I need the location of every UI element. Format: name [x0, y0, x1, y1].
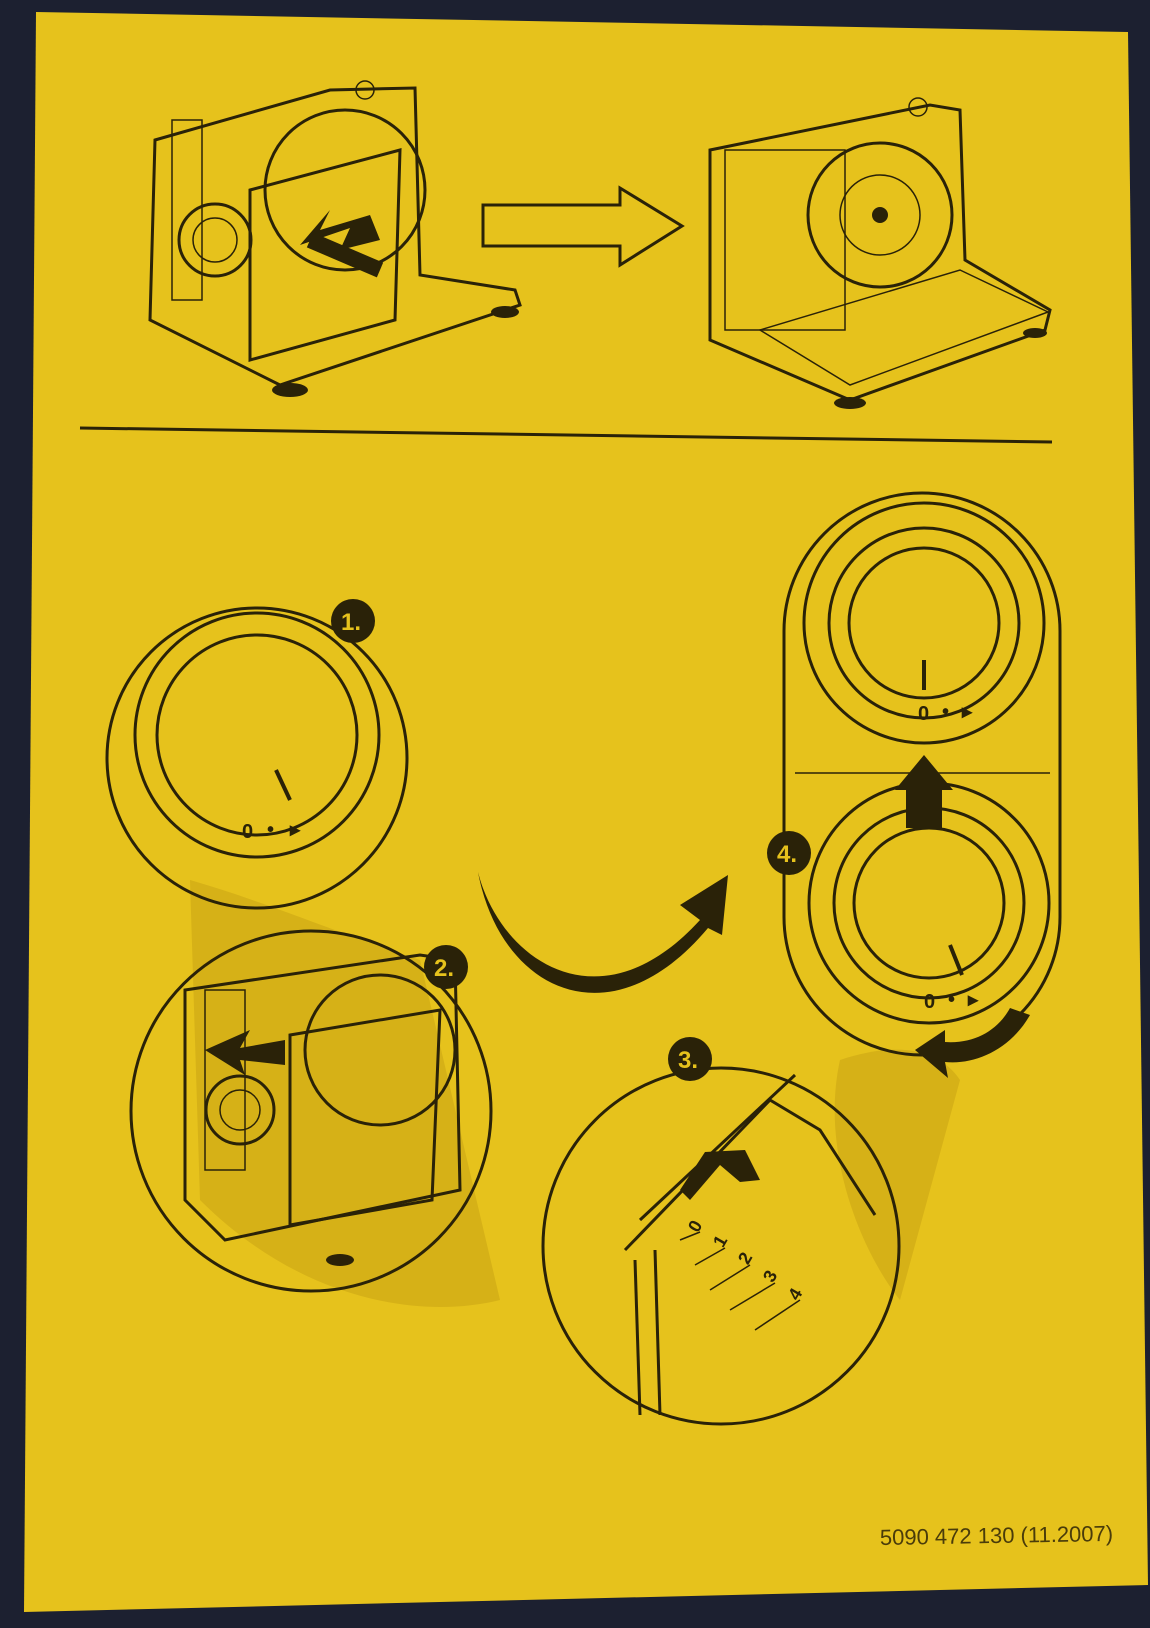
step-1-label: 1.	[341, 609, 361, 636]
step-4-badge	[767, 831, 811, 875]
step-2-badge	[424, 945, 468, 989]
dial-zero-label-bottom: 0	[924, 991, 935, 1013]
dial-dot: •	[267, 819, 274, 841]
dial-zero-label: 0	[242, 821, 253, 843]
up-arrow-icon	[895, 755, 953, 828]
dial-dot-top: •	[942, 701, 949, 723]
rotate-arrow-icon	[915, 1008, 1030, 1078]
curved-arrow-icon	[478, 872, 728, 993]
dial-arrow: ▸	[289, 819, 301, 841]
dial-dot-bottom: •	[948, 989, 955, 1011]
dial-arrow-top: ▸	[961, 701, 973, 723]
transition-arrow-icon	[481, 185, 685, 268]
dial-zero-label-top: 0	[918, 703, 929, 725]
slicer-with-carriage-illustration	[148, 80, 522, 397]
step-4-label: 4.	[777, 841, 797, 868]
step-3-badge	[668, 1037, 712, 1081]
document-code: 5090 472 130 (11.2007)	[880, 1521, 1114, 1550]
step-1-badge	[331, 599, 375, 643]
step-2-label: 2.	[434, 955, 454, 982]
step-1-dial-off: 0 • ▸	[105, 606, 409, 910]
shadow	[834, 1049, 960, 1300]
slicer-without-carriage-illustration	[708, 97, 1052, 409]
step-4-dial-reset: 0 • ▸ 0 • ▸	[782, 491, 1062, 1078]
section-divider	[79, 426, 1053, 444]
dial-arrow-bottom: ▸	[967, 989, 979, 1011]
step-3-label: 3.	[678, 1047, 698, 1074]
step-2-remove-carriage	[129, 929, 493, 1293]
